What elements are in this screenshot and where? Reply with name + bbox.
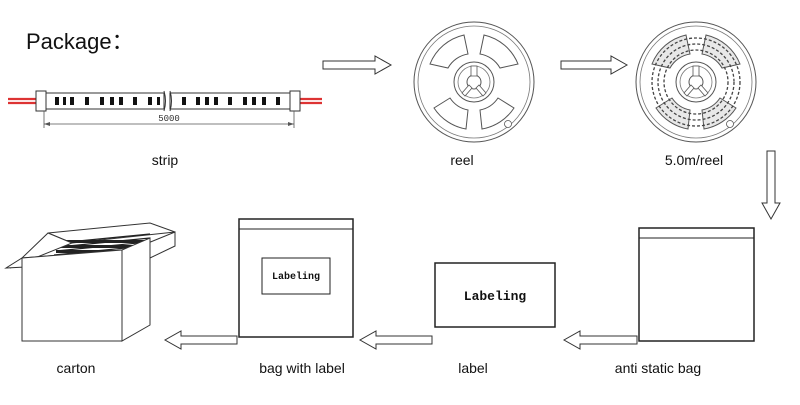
strip-leds [55, 97, 280, 105]
strip-end-cap-right [289, 90, 301, 112]
arrow-reel-to-loaded-reel [560, 55, 629, 75]
arrow-loaded-reel-to-bag [761, 150, 781, 221]
bag-with-label-caption: bag with label [259, 360, 345, 376]
strip-break-right [169, 90, 172, 112]
anti-static-bag-caption: anti static bag [614, 360, 702, 376]
label-text: Labeling [464, 289, 527, 304]
carton-caption: carton [56, 360, 96, 376]
empty-reel [413, 21, 535, 143]
label-caption: label [458, 360, 488, 376]
arrow-strip-to-reel [322, 55, 393, 75]
strip-break-left [163, 90, 166, 112]
bag-label-text: Labeling [272, 271, 320, 283]
anti-static-bag [638, 227, 755, 342]
loaded-reel-caption: 5.0m/reel [664, 152, 724, 168]
reel-caption: reel [450, 152, 474, 168]
strip-end-cap-left [35, 90, 47, 112]
loaded-reel [635, 21, 757, 143]
bag-with-label: Labeling [238, 218, 354, 338]
carton-box [4, 222, 176, 342]
strip-dimension-label: 5000 [158, 114, 180, 124]
strip-caption: strip [151, 152, 179, 168]
led-strip: 5000 [8, 90, 322, 128]
label-card: Labeling [434, 262, 556, 328]
page-title: Package： [26, 29, 134, 54]
arrow-label-to-bag-with-label [358, 330, 433, 350]
arrow-bag-to-label [562, 330, 638, 350]
arrow-bag-with-label-to-carton [163, 330, 238, 350]
